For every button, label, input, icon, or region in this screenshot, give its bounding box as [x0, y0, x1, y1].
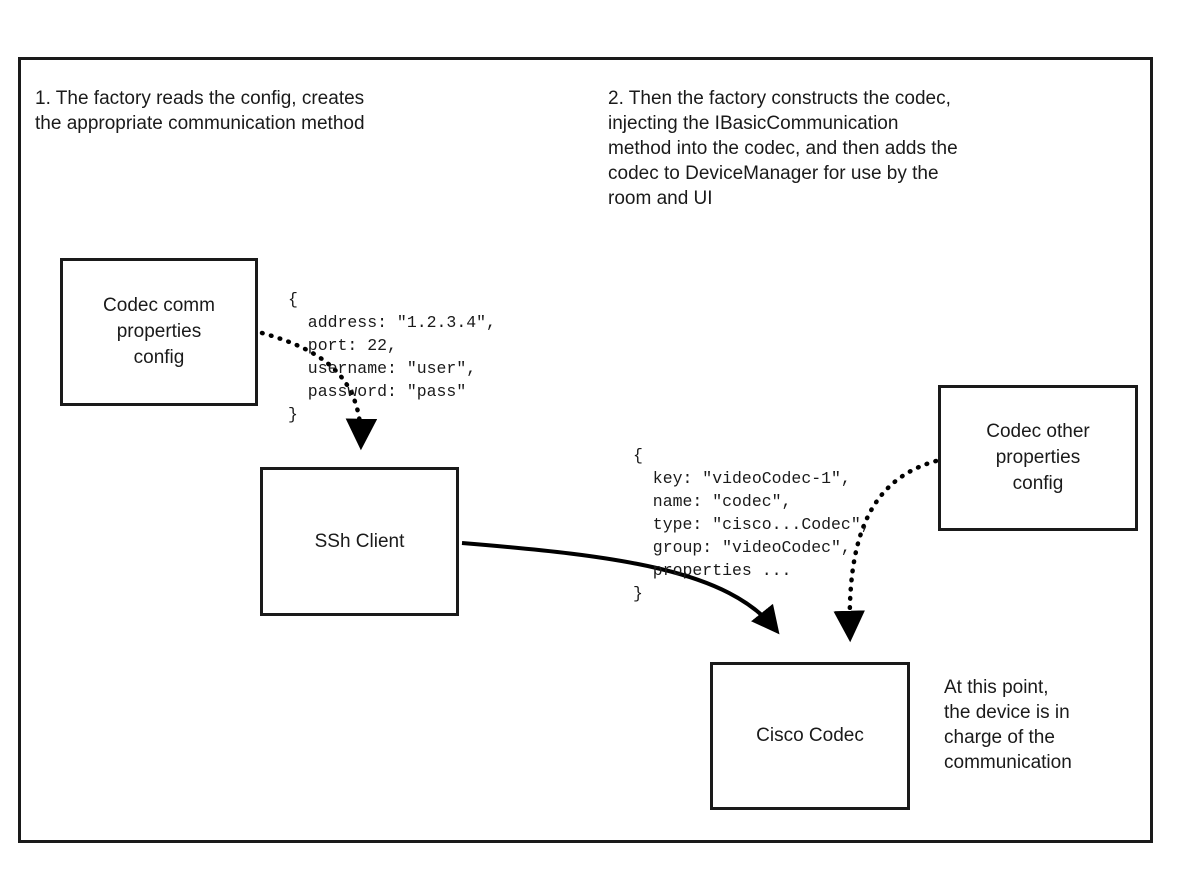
arrow-otherconfig-to-ciscocodec — [833, 458, 939, 643]
node-cisco-codec: Cisco Codec — [710, 662, 910, 810]
note-endpoint: At this point, the device is in charge o… — [944, 677, 1072, 773]
node-codec-other-properties-config: Codec other properties config — [938, 385, 1138, 531]
node-ssh-client: SSh Client — [260, 467, 459, 616]
note-step-2: 2. Then the factory constructs the codec… — [608, 88, 958, 209]
diagram-border — [18, 57, 1153, 843]
arrow-sshclient-to-ciscocodec — [461, 541, 780, 635]
code-codec-properties-json: { key: "videoCodec-1", name: "codec", ty… — [633, 446, 871, 603]
node-codec-comm-properties-config: Codec comm properties config — [60, 258, 258, 406]
note-step-1: 1. The factory reads the config, creates… — [35, 88, 365, 134]
code-comm-properties-json: { address: "1.2.3.4", port: 22, username… — [288, 290, 496, 424]
